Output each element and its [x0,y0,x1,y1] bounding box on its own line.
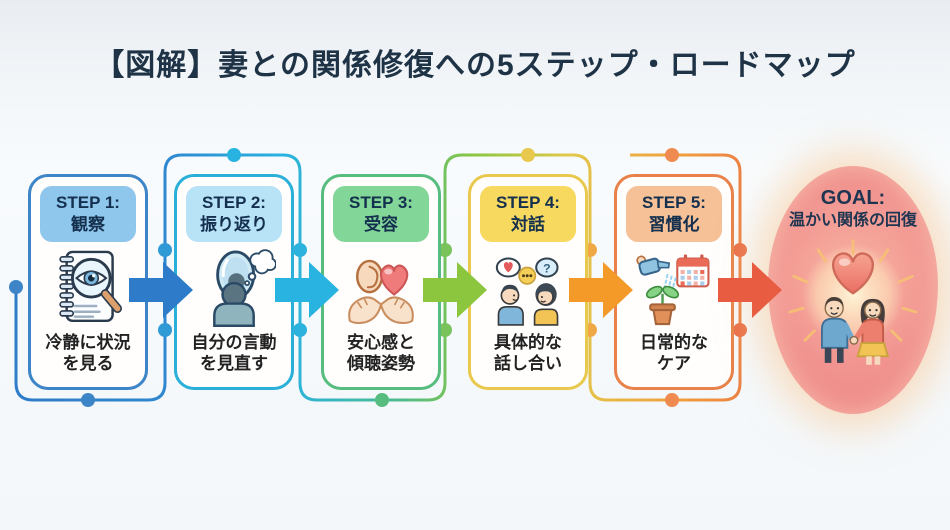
step-3-name: 受容 [364,215,398,234]
arrow-step1-to-step2 [129,262,193,318]
step-3-caption: 安心感と 傾聴姿勢 [347,332,415,375]
arrow-step3-to-step4 [423,262,487,318]
step-5-caption: 日常的な ケア [640,332,708,375]
goal-header: GOAL: 温かい関係の回復 [789,186,917,231]
step-card-4: STEP 4: 対話 ? 具体的な [468,174,588,390]
plant-care-calendar-icon [630,246,718,330]
step-4-header: STEP 4: 対話 [480,186,576,242]
mirror-reflection-icon [190,246,278,330]
arrow-step4-to-step5 [569,262,633,318]
step-2-caption-line2: を見直す [200,354,268,374]
step-1-header: STEP 1: 観察 [40,186,136,242]
step-5-name: 習慣化 [648,215,700,234]
step-1-caption: 冷静に状況 を見る [46,332,131,375]
step-3-caption-line2: 傾聴姿勢 [347,354,415,374]
ear-heart-hands-icon [337,246,425,330]
step-2-caption-line1: 自分の言動 [191,333,277,352]
step-5-caption-line1: 日常的な [640,333,708,352]
step-5-caption-line2: ケア [657,354,691,374]
step-1-caption-line2: を見る [62,354,114,374]
step-4-name: 対話 [511,215,545,234]
step-5-label: STEP 5: [642,192,706,212]
step-2-name: 振り返り [200,215,268,234]
step-4-caption: 具体的な 話し合い [494,332,562,375]
page-title: 【図解】妻との関係修復への5ステップ・ロードマップ [94,49,856,82]
step-card-2: STEP 2: 振り返り 自分 [174,174,294,390]
step-1-name: 観察 [71,215,105,234]
step-card-5: STEP 5: 習慣化 [614,174,734,390]
notebook-magnifier-icon [44,246,132,330]
step-4-caption-line2: 話し合い [494,354,562,374]
goal-name: 温かい関係の回復 [788,212,917,229]
couple-holding-hands-heart-icon [773,229,933,402]
arrow-step5-to-goal [718,262,782,318]
svg-text:?: ? [543,261,551,275]
step-2-label: STEP 2: [202,192,266,212]
goal-label: GOAL: [820,187,886,209]
step-card-1: STEP 1: 観察 [28,174,148,390]
arrow-step2-to-step3 [275,262,339,318]
step-2-caption: 自分の言動 を見直す [192,332,277,375]
step-1-label: STEP 1: [56,192,120,212]
step-3-label: STEP 3: [349,192,413,212]
step-3-caption-line1: 安心感と [347,333,415,352]
step-3-header: STEP 3: 受容 [333,186,429,242]
goal-badge: GOAL: 温かい関係の回復 [768,166,938,414]
couple-dialogue-icon: ? [484,246,572,330]
step-5-header: STEP 5: 習慣化 [626,186,722,242]
step-2-header: STEP 2: 振り返り [186,186,282,242]
step-4-caption-line1: 具体的な [494,333,562,352]
step-1-caption-line1: 冷静に状況 [45,333,131,352]
step-4-label: STEP 4: [496,192,560,212]
